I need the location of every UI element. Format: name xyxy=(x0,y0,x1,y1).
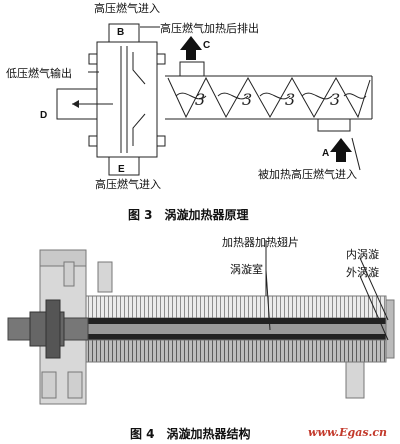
svg-text:3: 3 xyxy=(195,90,205,109)
label-heated-hp-in: 被加热高压燃气进入 xyxy=(258,168,357,181)
label-hp-heated-out: 高压燃气加热后排出 xyxy=(160,22,259,35)
label-outer-vortex: 外涡漩 xyxy=(346,266,379,279)
fig4-caption: 图 4 涡漩加热器结构 xyxy=(130,427,251,441)
label-hp-in-top: 高压燃气进入 xyxy=(94,2,160,15)
fig3-caption: 图 3 涡漩加热器原理 xyxy=(128,208,249,222)
letter-d: D xyxy=(40,110,48,121)
letter-c: C xyxy=(203,40,211,51)
letter-b: B xyxy=(117,27,125,38)
svg-text:3: 3 xyxy=(242,90,252,109)
letter-a: A xyxy=(322,148,330,159)
svg-text:3: 3 xyxy=(330,90,340,109)
watermark: www.Egas.cn xyxy=(308,426,388,439)
label-vortex-chamber: 涡漩室 xyxy=(230,263,263,276)
label-inner-vortex: 内涡漩 xyxy=(346,248,379,261)
letter-e: E xyxy=(118,164,125,175)
svg-text:3: 3 xyxy=(285,90,295,109)
label-lp-out: 低压燃气输出 xyxy=(6,67,72,80)
label-hp-in-bottom: 高压燃气进入 xyxy=(95,178,161,191)
label-heater-fins: 加热器加热翅片 xyxy=(222,236,299,249)
